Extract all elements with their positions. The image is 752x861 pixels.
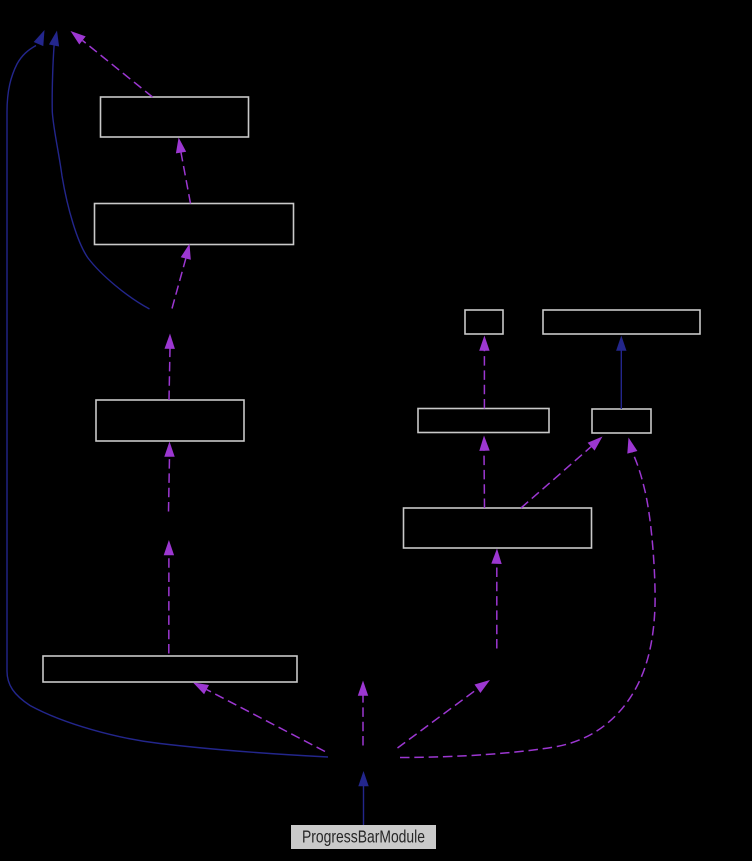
svg-text:ProgressBarModule: ProgressBarModule xyxy=(302,826,425,846)
